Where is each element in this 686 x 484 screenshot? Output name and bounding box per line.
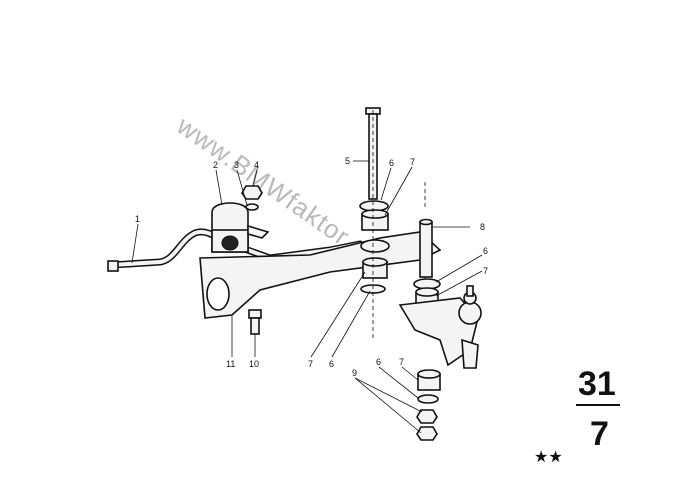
callout-6-upper: 6 — [389, 158, 394, 168]
callout-4: 4 — [254, 160, 259, 170]
callout-7-lower-left: 7 — [308, 359, 313, 369]
rubber-bushing — [211, 202, 270, 253]
lower-washer-6 — [417, 394, 439, 404]
upper-bushing-stack — [359, 200, 390, 294]
mounting-bracket — [199, 231, 442, 319]
leader-lines — [131, 160, 483, 434]
bolt-10 — [248, 309, 262, 335]
callout-7-lower: 7 — [399, 357, 404, 367]
group-number-bottom: 7 — [590, 415, 609, 453]
callout-9: 9 — [352, 368, 357, 378]
callout-11: 11 — [226, 359, 235, 369]
callout-10: 10 — [249, 359, 259, 369]
callout-5: 5 — [345, 156, 350, 166]
callout-8: 8 — [480, 222, 485, 232]
sleeve-8 — [419, 218, 433, 278]
stars-marker: ★★ — [534, 447, 563, 466]
callout-6-lower: 6 — [376, 357, 381, 367]
callout-3: 3 — [234, 160, 239, 170]
callout-6-lower-left: 6 — [329, 359, 334, 369]
group-number-top: 31 — [578, 365, 616, 403]
callout-7-right: 7 — [483, 266, 488, 276]
lower-bushing-7 — [417, 369, 441, 391]
control-arm — [398, 285, 482, 369]
callout-2: 2 — [213, 160, 218, 170]
callout-7-upper: 7 — [410, 157, 415, 167]
callout-6-right: 6 — [483, 246, 488, 256]
callout-1: 1 — [135, 214, 140, 224]
nut-9-upper — [416, 409, 438, 424]
nut-4 — [241, 185, 263, 200]
nut-9-lower — [416, 426, 438, 441]
washer-3 — [245, 203, 259, 211]
